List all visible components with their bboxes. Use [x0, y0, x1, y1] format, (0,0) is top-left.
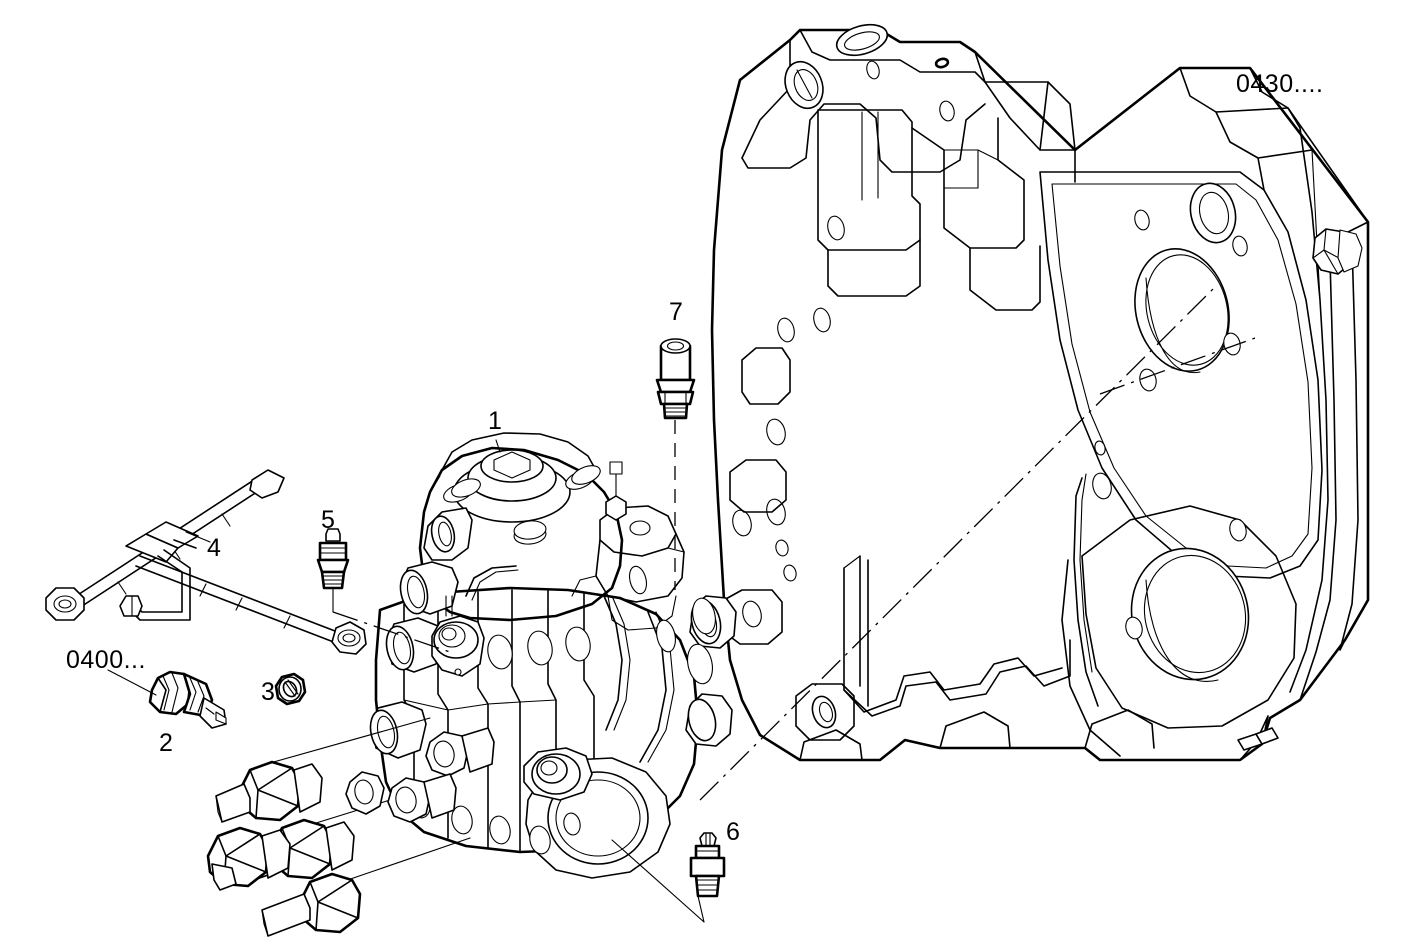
ref-label-0430: 0430....: [1236, 70, 1324, 98]
callout-number-7: 7: [669, 298, 683, 326]
centerline-bore-axis: [1099, 337, 1256, 395]
small-sensor-part-6: [611, 832, 726, 923]
hex-plug-icon: [1312, 228, 1363, 275]
injection-line-fittings: [206, 717, 495, 937]
pump-side-unions: [345, 727, 495, 823]
callout-number-5: 5: [321, 506, 335, 534]
solenoid-valve-part-5: [316, 528, 451, 653]
line-fitting: [261, 872, 362, 937]
leader-callout-1: [495, 439, 501, 453]
timing-gear-housing: [710, 23, 1370, 762]
callout-number-2: 2: [159, 729, 173, 757]
callout-number-4: 4: [207, 534, 221, 562]
callout-number-6: 6: [726, 818, 740, 846]
fuel-injection-pump: [369, 432, 737, 879]
centerline-pump-to-housing: [699, 287, 1215, 801]
pump-drive-hub: [523, 747, 593, 801]
line-fitting: [206, 826, 291, 891]
pump-left-ports: [369, 561, 459, 759]
line-fitting: [215, 760, 323, 823]
callout-number-1: 1: [488, 407, 502, 435]
temperature-sensor-part-2: [107, 669, 227, 729]
ref-label-0400: 0400...: [66, 646, 146, 674]
pump-solenoid-seat: [431, 595, 485, 677]
pump-governor-linkage: [571, 461, 685, 631]
hollow-screw-part-7: [655, 338, 696, 590]
hex-nut-part-3: [274, 672, 307, 706]
wiring-harness-part-4: [45, 469, 367, 655]
callout-number-3: 3: [261, 678, 275, 706]
